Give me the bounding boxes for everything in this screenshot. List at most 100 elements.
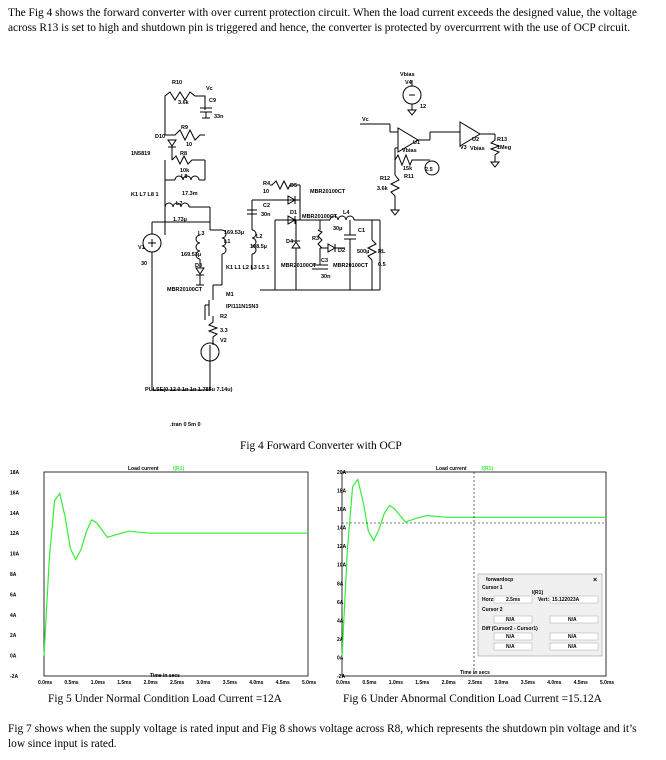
diff-vert-na: N/A bbox=[568, 634, 577, 640]
vert-value[interactable]: 15.122023A bbox=[552, 597, 580, 603]
lbl-u1-bias: Vbias bbox=[402, 148, 417, 154]
y-tick-label: -2A bbox=[10, 674, 18, 680]
lbl-c9: C9 bbox=[209, 98, 216, 104]
lbl-c3: C3 bbox=[321, 258, 328, 264]
fig5-time-label: Time in secs bbox=[150, 673, 180, 679]
x-tick-label: 2.0ms bbox=[144, 680, 158, 686]
lbl-r11-val: 15k bbox=[403, 166, 413, 172]
lbl-l2-val: 108.5µ bbox=[250, 244, 267, 250]
lbl-c2: C2 bbox=[263, 203, 270, 209]
y-tick-label: 0A bbox=[10, 654, 17, 660]
y-tick-label: 8A bbox=[337, 581, 344, 587]
fig4-caption: Fig 4 Forward Converter with OCP bbox=[240, 440, 402, 452]
lbl-rl: RL bbox=[378, 249, 386, 255]
lbl-d3: D3 bbox=[195, 263, 202, 269]
lbl-r10-val: 3.6k bbox=[178, 100, 190, 106]
x-tick-label: 0.0ms bbox=[38, 680, 52, 686]
x-tick-label: 4.5ms bbox=[276, 680, 290, 686]
vert-label: Vert: bbox=[538, 597, 549, 603]
x-tick-label: 4.0ms bbox=[547, 680, 561, 686]
lbl-d10-part: 1N5819 bbox=[131, 151, 150, 157]
x-tick-label: 3.0ms bbox=[494, 680, 508, 686]
y-tick-label: 18A bbox=[337, 489, 347, 495]
lbl-r9-val: 10 bbox=[186, 142, 192, 148]
x-tick-label: 0.5ms bbox=[362, 680, 376, 686]
lbl-r13-val: 1Meg bbox=[497, 145, 511, 151]
y-tick-label: 2A bbox=[10, 633, 17, 639]
lbl-v4-val: 12 bbox=[420, 104, 426, 110]
cursor-readout-panel[interactable]: forwardocp × Cursor 1 I(R1) Horz: 2.5ms … bbox=[477, 573, 603, 657]
lbl-d5-part: MBR20100CT bbox=[310, 189, 346, 195]
lbl-l7-val: 1.73µ bbox=[173, 217, 187, 223]
lbl-c1-val: 500µ bbox=[357, 249, 369, 255]
lbl-l4: L4 bbox=[343, 210, 350, 216]
lbl-v3: V3 bbox=[460, 145, 467, 151]
cursor-panel-title: forwardocp bbox=[486, 577, 513, 583]
y-tick-label: 4A bbox=[10, 613, 17, 619]
x-tick-label: 4.0ms bbox=[249, 680, 263, 686]
diff-slope-na: N/A bbox=[568, 644, 577, 650]
diff-label: Diff (Cursor2 - Cursor1) bbox=[482, 626, 538, 632]
cursor1-trace: I(R1) bbox=[532, 590, 543, 596]
y-tick-label: 6A bbox=[337, 600, 344, 606]
fig6-current-trace bbox=[341, 477, 606, 658]
lbl-r8-val: 10k bbox=[180, 168, 190, 174]
x-tick-label: 3.5ms bbox=[521, 680, 535, 686]
lbl-vc-right: Vc bbox=[362, 117, 369, 123]
lbl-d10: D10 bbox=[155, 134, 165, 140]
lbl-l7: L7 bbox=[176, 201, 182, 207]
lbl-c1: C1 bbox=[358, 228, 365, 234]
lbl-v4: V4 bbox=[405, 80, 413, 86]
y-tick-label: 0A bbox=[337, 655, 344, 661]
x-tick-label: 4.5ms bbox=[574, 680, 588, 686]
cursor2-horz-na: N/A bbox=[506, 617, 515, 623]
lbl-d1-part: MBR20100CT bbox=[302, 214, 338, 220]
fig6-plot: Load current I(R1) Time in secs 20A18A16… bbox=[336, 466, 614, 686]
forward-converter-schematic: R10 3.6k Vc C9 33n R9 D10 10 1N5819 R8 1… bbox=[131, 72, 511, 428]
lbl-l8: L8 bbox=[181, 174, 187, 180]
lbl-r10: R10 bbox=[172, 80, 182, 86]
fig6-time-label: Time in secs bbox=[460, 670, 490, 676]
lbl-m1: M1 bbox=[226, 292, 234, 298]
horz-label: Horz: bbox=[482, 597, 495, 603]
lbl-v1: V1 bbox=[138, 245, 145, 251]
lbl-l3: L3 bbox=[198, 231, 204, 237]
y-tick-label: -2A bbox=[337, 674, 345, 680]
lbl-r11: R11 bbox=[404, 174, 414, 180]
lbl-m1-part: IPI111N15N3 bbox=[226, 304, 258, 310]
x-tick-label: 2.5ms bbox=[170, 680, 184, 686]
fig6-caption: Fig 6 Under Abnormal Condition Load Curr… bbox=[343, 693, 602, 705]
fig6-trace-label: Load current bbox=[436, 466, 467, 472]
y-tick-label: 14A bbox=[337, 526, 347, 532]
lbl-pulse: PULSE(0 12 0 1n 1n 1.785u 7.14u) bbox=[145, 387, 233, 393]
diff-horz-na: N/A bbox=[506, 634, 515, 640]
y-tick-label: 6A bbox=[10, 592, 17, 598]
lbl-r4-val: 10 bbox=[263, 189, 269, 195]
lbl-l4-val: 30µ bbox=[333, 226, 342, 232]
lbl-d1: D1 bbox=[290, 210, 297, 216]
lbl-v2: V2 bbox=[220, 338, 227, 344]
lbl-c9-val: 33n bbox=[214, 114, 224, 120]
close-icon[interactable]: × bbox=[593, 577, 597, 584]
y-tick-label: 8A bbox=[10, 572, 17, 578]
y-tick-label: 12A bbox=[337, 544, 347, 550]
lbl-l8-val: 17.3m bbox=[182, 191, 198, 197]
lbl-d2-part: MBR20100CT bbox=[333, 263, 369, 269]
lbl-tran: .tran 0 5m 0 bbox=[170, 422, 201, 428]
lbl-d3-part: MBR20100CT bbox=[167, 287, 203, 293]
y-tick-label: 4A bbox=[337, 618, 344, 624]
y-tick-label: 12A bbox=[10, 531, 20, 537]
x-tick-label: 0.5ms bbox=[64, 680, 78, 686]
closing-paragraph: Fig 7 shows when the supply voltage is r… bbox=[8, 723, 637, 750]
x-tick-label: 0.0ms bbox=[336, 680, 350, 686]
lbl-v1-val: 30 bbox=[141, 261, 147, 267]
lbl-r3: R3 bbox=[312, 236, 319, 242]
lbl-k: K1 L7 L8 1 bbox=[131, 192, 159, 198]
x-tick-label: 2.0ms bbox=[442, 680, 456, 686]
lbl-vc-top: Vc bbox=[206, 86, 213, 92]
horz-value[interactable]: 2.5ms bbox=[506, 597, 520, 603]
lbl-rl-val: 0.5 bbox=[378, 262, 386, 268]
lbl-u1: U1 bbox=[413, 140, 420, 146]
lbl-r2: R2 bbox=[220, 314, 227, 320]
x-tick-label: 3.0ms bbox=[196, 680, 210, 686]
